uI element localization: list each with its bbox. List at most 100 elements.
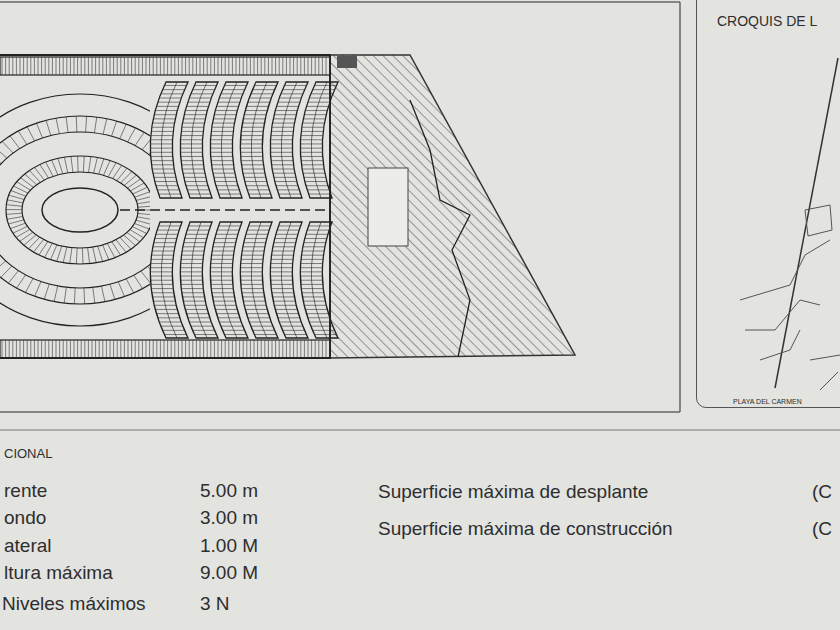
lot-line <box>272 340 273 358</box>
lot-line <box>134 223 149 229</box>
lot-line <box>34 57 35 75</box>
lot-line <box>138 210 150 211</box>
lot-line <box>308 317 330 318</box>
lot-line <box>243 340 244 358</box>
lot-line <box>322 340 323 358</box>
lot-line <box>9 57 10 75</box>
lot-line <box>181 263 203 264</box>
lot-line <box>322 57 323 75</box>
map-label: PLAYA DEL CARMEN <box>733 398 802 406</box>
lot-line <box>210 271 232 272</box>
lot-line <box>304 177 326 178</box>
hatched-area <box>330 55 575 358</box>
lot-line <box>182 296 204 297</box>
lot-line <box>290 57 291 75</box>
lot-line <box>108 163 116 177</box>
lot-line <box>189 340 190 358</box>
lot-line <box>182 292 204 293</box>
lot-line <box>243 57 244 75</box>
lot-line <box>211 284 233 285</box>
lot-line <box>44 284 49 299</box>
lot-line <box>160 57 161 75</box>
lot-line <box>248 317 270 318</box>
lot-line <box>106 340 107 358</box>
lot-line <box>306 234 328 235</box>
lot-line <box>275 57 276 75</box>
lot-line <box>154 177 176 178</box>
lot-line <box>240 143 262 144</box>
lot-line <box>272 123 294 124</box>
lot-line <box>194 334 216 335</box>
setback-name: ondo <box>4 507 46 529</box>
lot-line <box>241 131 263 132</box>
lot-line <box>181 288 203 289</box>
loop-street <box>0 116 150 304</box>
lot-line <box>128 57 129 75</box>
lot-line <box>212 292 234 293</box>
lot-line <box>243 301 265 302</box>
lot-line <box>216 234 238 235</box>
lot-line <box>84 340 85 358</box>
lot-line <box>182 255 204 256</box>
lot-line <box>27 127 34 141</box>
lot-line <box>210 143 232 144</box>
lot-line <box>120 238 131 250</box>
lot-line <box>281 93 303 94</box>
lot-line <box>183 246 205 247</box>
lot-line <box>185 57 186 75</box>
lot-line <box>241 135 263 136</box>
lot-line <box>25 174 37 185</box>
lot-line <box>300 276 322 277</box>
lot-line <box>158 317 180 318</box>
lot-line <box>155 238 177 239</box>
lot-line <box>181 160 203 161</box>
lot-line <box>243 118 265 119</box>
lot-line <box>151 131 173 132</box>
lot-line <box>127 179 140 188</box>
lot-line <box>213 118 235 119</box>
lot-line <box>240 271 262 272</box>
lot-line <box>181 131 203 132</box>
lot-line <box>191 326 213 327</box>
lot-line <box>20 340 21 358</box>
lot-line <box>106 57 107 75</box>
lot-line <box>251 326 273 327</box>
lot-line <box>272 169 294 170</box>
lot-line <box>242 164 264 165</box>
lot-line <box>156 313 178 314</box>
lot-line <box>314 334 336 335</box>
lot-line <box>164 340 165 358</box>
lot-line <box>313 330 335 331</box>
lot-line <box>88 340 89 358</box>
lot-line <box>181 259 203 260</box>
lot-line <box>0 255 1 264</box>
lot-line <box>301 280 323 281</box>
lot-line <box>149 340 150 358</box>
lot-line <box>149 57 150 75</box>
lot-line <box>153 173 175 174</box>
lot-line <box>215 238 237 239</box>
lot-line <box>245 110 267 111</box>
lot-line <box>241 259 263 260</box>
lot-line <box>246 234 268 235</box>
lot-line <box>30 57 31 75</box>
lot-line <box>155 309 177 310</box>
lot-line <box>271 135 293 136</box>
lot-line <box>311 340 312 358</box>
lot-line <box>257 340 258 358</box>
lot-line <box>151 156 173 157</box>
lot-line <box>311 57 312 75</box>
lot-line <box>156 106 178 107</box>
lot-line <box>301 263 323 264</box>
lot-line <box>41 340 42 358</box>
lot-line <box>271 156 293 157</box>
lot-line <box>131 57 132 75</box>
lot-line <box>154 242 176 243</box>
lot-line <box>63 340 64 358</box>
corner-lot <box>337 56 357 68</box>
lot-line <box>41 57 42 75</box>
lot-line <box>272 255 294 256</box>
lot-line <box>275 238 297 239</box>
lot-line <box>301 284 323 285</box>
lot-line <box>270 271 292 272</box>
